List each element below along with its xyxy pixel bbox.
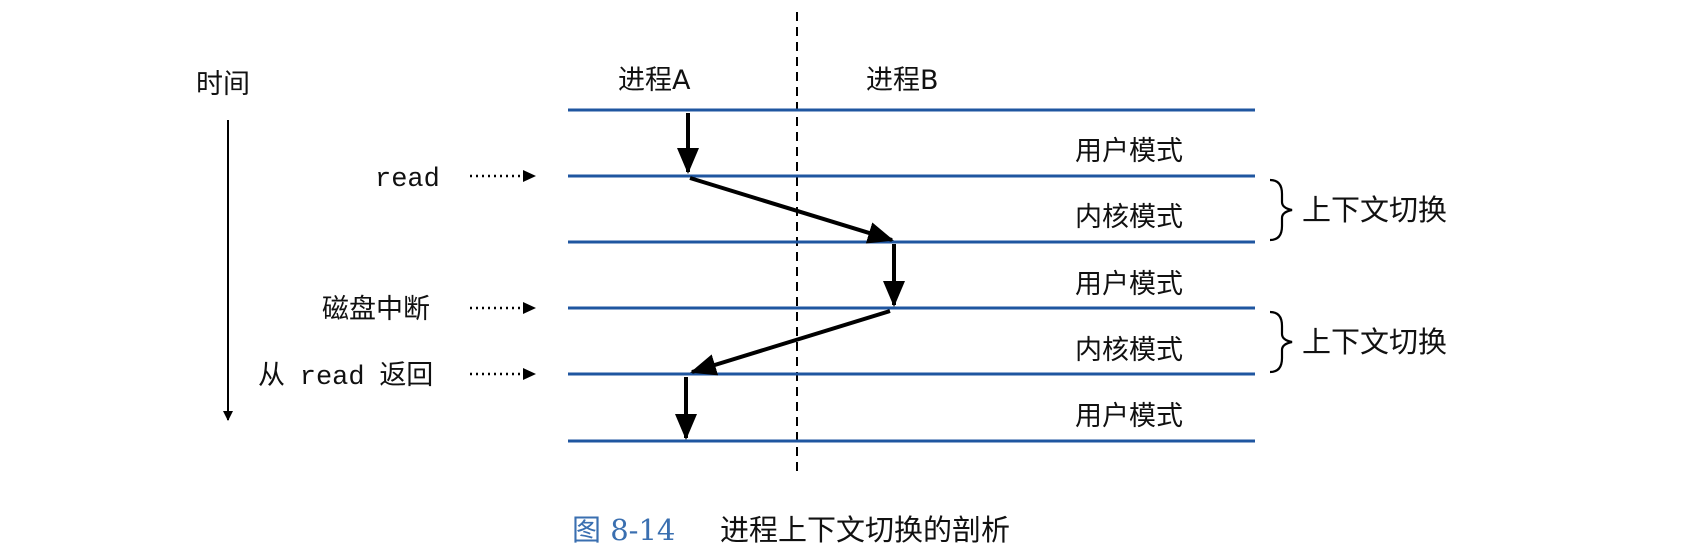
context-switch-label: 上下文切换 [1302, 325, 1447, 359]
figure-title: 进程上下文切换的剖析 [720, 513, 1010, 547]
return-prefix: 从 [258, 360, 285, 391]
flow-arrow [690, 309, 891, 376]
event-disk-interrupt: 磁盘中断 [322, 294, 430, 325]
event-return-from-read: 从 read 返回 [258, 360, 433, 393]
event-read: read [375, 165, 440, 195]
context-switch-label: 上下文切换 [1302, 193, 1447, 227]
mode-label: 内核模式 [1075, 335, 1183, 366]
mode-boundaries [568, 108, 1255, 443]
mode-label: 内核模式 [1075, 202, 1183, 233]
brace-context-switch [1269, 310, 1293, 374]
mode-label: 用户模式 [1075, 269, 1183, 300]
return-code: read [300, 363, 365, 393]
brace-context-switch [1269, 178, 1293, 242]
process-a-label: 进程A [618, 65, 691, 96]
return-suffix: 返回 [379, 360, 433, 391]
figure-number: 图 8-14 [572, 513, 675, 547]
mode-label: 用户模式 [1075, 401, 1183, 432]
mode-label: 用户模式 [1075, 136, 1183, 167]
execution-flow [675, 113, 905, 440]
time-label: 时间 [196, 69, 250, 100]
process-b-label: 进程B [866, 65, 939, 96]
flow-arrow [689, 176, 894, 244]
